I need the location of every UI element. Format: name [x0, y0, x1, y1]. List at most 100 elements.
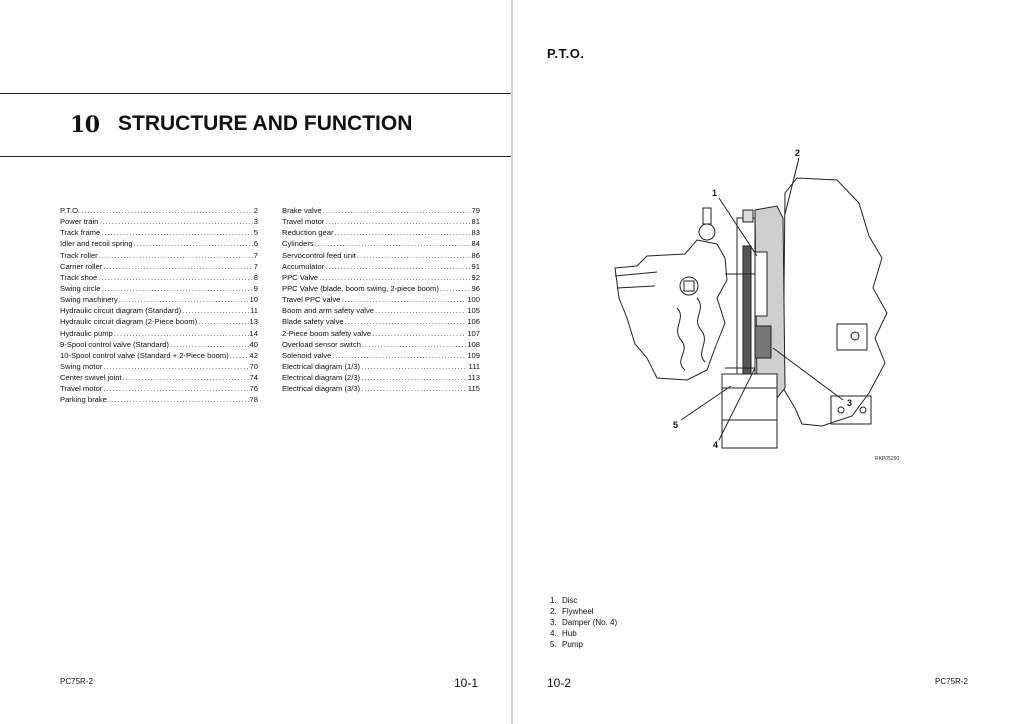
toc-entry-page: 84 — [471, 239, 480, 249]
toc-entry-label: Travel motor — [282, 217, 325, 227]
toc-entry[interactable]: Hydraulic circuit diagram (2-Piece boom)… — [60, 316, 258, 327]
toc-entry-page: 3 — [253, 217, 258, 227]
toc-entry[interactable]: Blade safety valve106 — [282, 316, 480, 327]
toc-leader-dots — [361, 372, 467, 383]
toc-entry[interactable]: Power train3 — [60, 216, 258, 227]
toc-entry-page: 79 — [471, 206, 480, 215]
toc-entry-page: 14 — [249, 328, 258, 338]
toc-leader-dots — [440, 283, 471, 294]
toc-entry-page: 8 — [253, 272, 258, 282]
toc-leader-dots — [332, 350, 466, 361]
toc-entry-page: 78 — [249, 395, 258, 405]
toc-leader-dots — [230, 350, 249, 361]
toc-entry[interactable]: PPC Valve92 — [282, 272, 480, 283]
toc-entry-page: 86 — [471, 250, 480, 260]
toc-entry[interactable]: Boom and arm safety valve105 — [282, 305, 480, 316]
toc-leader-dots — [170, 339, 249, 350]
section-heading: P.T.O. — [547, 46, 585, 61]
figure-code: RKP05290 — [875, 456, 899, 462]
toc-entry[interactable]: Travel motor76 — [60, 383, 258, 394]
toc-entry-page: 2 — [253, 206, 258, 215]
toc-leader-dots — [119, 294, 249, 305]
toc-entry[interactable]: Track shoe8 — [60, 272, 258, 283]
toc-leader-dots — [182, 305, 249, 316]
toc-entry[interactable]: Hydraulic circuit diagram (Standard)11 — [60, 305, 258, 316]
toc-entry-label: Hydraulic pump — [60, 328, 113, 338]
toc-entry[interactable]: Swing motor70 — [60, 361, 258, 372]
toc-entry-page: 96 — [471, 283, 480, 293]
toc-entry[interactable]: Electrical diagram (3/3) 115 — [282, 383, 480, 394]
toc-entry-page: 107 — [467, 328, 480, 338]
toc-leader-dots — [325, 216, 470, 227]
toc-entry-label: Track roller — [60, 250, 98, 260]
toc-entry-page: 109 — [467, 350, 480, 360]
toc-entry-page: 76 — [249, 384, 258, 394]
legend-number: 4. — [550, 629, 557, 638]
toc-entry[interactable]: Track roller7 — [60, 250, 258, 261]
toc-entry-label: 10-Spool control valve (Standard + 2-Pie… — [60, 350, 229, 360]
toc-entry[interactable]: P.T.O.2 — [60, 205, 258, 216]
toc-leader-dots — [345, 316, 467, 327]
toc-entry-label: Swing machinery — [60, 295, 118, 305]
callout-4: 4 — [713, 440, 718, 450]
toc-leader-dots — [362, 339, 466, 350]
toc-leader-dots — [198, 316, 248, 327]
page-spine — [511, 0, 513, 724]
legend-text: Pump — [562, 640, 583, 649]
toc-entry[interactable]: PPC Valve (blade, boom swing, 2-piece bo… — [282, 283, 480, 294]
toc-entry[interactable]: Travel PPC valve100 — [282, 294, 480, 305]
toc-leader-dots — [101, 227, 253, 238]
toc-entry[interactable]: Accumulator91 — [282, 261, 480, 272]
toc-entry[interactable]: Electrical diagram (1/3)111 — [282, 361, 480, 372]
toc-leader-dots — [375, 305, 466, 316]
callout-2: 2 — [795, 148, 800, 158]
toc-entry-page: 113 — [467, 373, 480, 383]
toc-entry-label: Center swivel joint — [60, 373, 122, 383]
footer-model: PC75R-2 — [935, 677, 968, 686]
toc-entry-page: 106 — [467, 317, 480, 327]
toc-entry[interactable]: Reduction gear83 — [282, 227, 480, 238]
toc-entry[interactable]: Swing circle9 — [60, 283, 258, 294]
toc-column-right: Brake valve79Travel motor81Reduction gea… — [282, 205, 480, 394]
legend-text: Damper (No. 4) — [562, 618, 618, 627]
toc-entry[interactable]: Idler and recoil spring6 — [60, 238, 258, 249]
toc-entry-label: Electrical diagram (2/3) — [282, 373, 361, 383]
toc-entry[interactable]: Center swivel joint 74 — [60, 372, 258, 383]
toc-entry-page: 108 — [467, 339, 480, 349]
toc-entry-label: Electrical diagram (1/3) — [282, 361, 361, 371]
toc-entry[interactable]: Carrier roller7 — [60, 261, 258, 272]
toc-leader-dots — [361, 383, 467, 394]
toc-entry[interactable]: Track frame5 — [60, 227, 258, 238]
toc-entry[interactable]: Swing machinery10 — [60, 294, 258, 305]
toc-entry-label: Travel PPC valve — [282, 295, 341, 305]
toc-entry[interactable]: Parking brake78 — [60, 394, 258, 405]
toc-leader-dots — [102, 283, 253, 294]
toc-leader-dots — [325, 261, 470, 272]
toc-entry[interactable]: Travel motor81 — [282, 216, 480, 227]
toc-entry[interactable]: 9-Spool control valve (Standard)40 — [60, 339, 258, 350]
toc-entry[interactable]: Servocontrol feed unit86 — [282, 250, 480, 261]
toc-entry-label: Reduction gear — [282, 228, 334, 238]
legend-item: 1.Disc — [550, 595, 617, 606]
toc-entry[interactable]: Cylinders84 — [282, 238, 480, 249]
toc-entry[interactable]: Hydraulic pump 14 — [60, 328, 258, 339]
legend-number: 5. — [550, 640, 557, 649]
toc-entry[interactable]: Solenoid valve109 — [282, 350, 480, 361]
toc-entry[interactable]: Overload sensor switch108 — [282, 339, 480, 350]
toc-entry[interactable]: Brake valve79 — [282, 205, 480, 216]
toc-entry-label: Swing circle — [60, 283, 101, 293]
callout-5: 5 — [673, 420, 678, 430]
toc-entry-page: 92 — [471, 272, 480, 282]
toc-entry[interactable]: 10-Spool control valve (Standard + 2-Pie… — [60, 350, 258, 361]
chapter-title-band — [0, 93, 512, 157]
toc-entry-label: Boom and arm safety valve — [282, 306, 375, 316]
footer-model: PC75R-2 — [60, 677, 93, 686]
toc-entry-page: 74 — [249, 373, 258, 383]
toc-entry-page: 115 — [467, 384, 480, 394]
toc-entry[interactable]: 2-Piece boom safety valve107 — [282, 328, 480, 339]
toc-entry-page: 13 — [249, 317, 258, 327]
toc-entry[interactable]: Electrical diagram (2/3) 113 — [282, 372, 480, 383]
toc-entry-label: Electrical diagram (3/3) — [282, 384, 361, 394]
